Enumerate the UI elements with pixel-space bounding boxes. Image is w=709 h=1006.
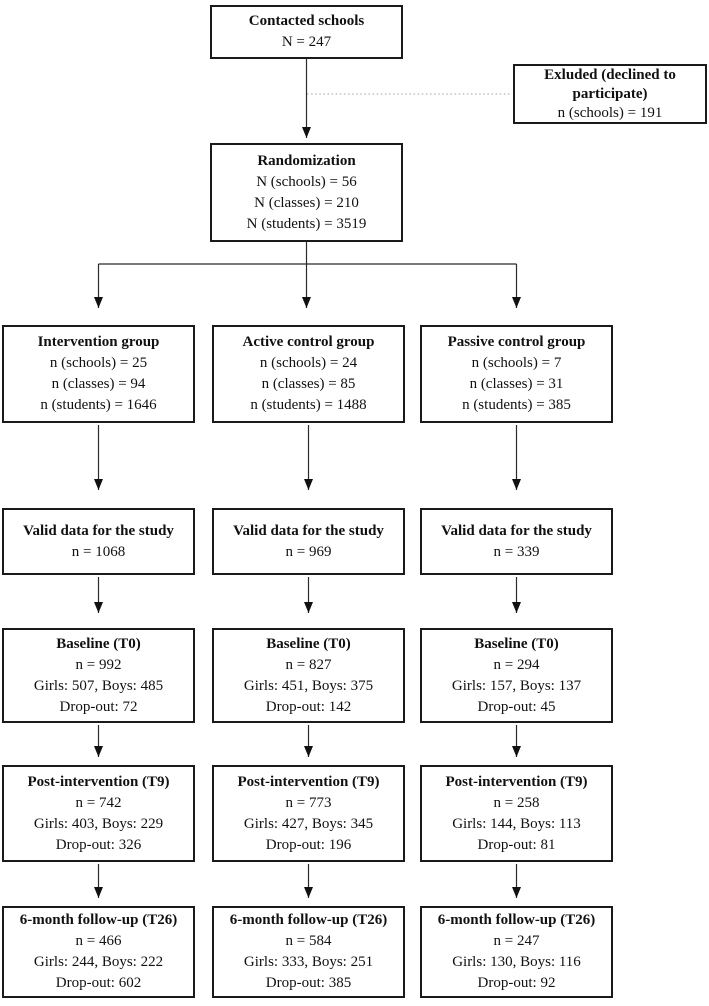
box-valid-active-control: Valid data for the study n = 969 <box>212 508 405 575</box>
box-line: Girls: 333, Boys: 251 <box>243 954 374 970</box>
box-line: n = 1068 <box>71 543 126 560</box>
box-line: Girls: 507, Boys: 485 <box>33 677 164 694</box>
box-line: n = 258 <box>493 794 540 811</box>
box-line: Girls: 144, Boys: 113 <box>452 815 581 832</box>
box-line: Girls: 130, Boys: 116 <box>452 954 581 970</box>
box-line: Drop-out: 385 <box>265 975 352 991</box>
box-line: Drop-out: 196 <box>265 836 352 853</box>
box-line: n = 339 <box>493 543 540 560</box>
box-line: n (schools) = 25 <box>49 355 148 371</box>
box-post-active-control: Post-intervention (T9) n = 773 Girls: 42… <box>212 765 405 862</box>
box-line: n = 294 <box>493 656 540 673</box>
box-title: Baseline (T0) <box>266 635 351 652</box>
box-line: Drop-out: 142 <box>265 698 352 715</box>
box-line: n = 827 <box>285 656 332 673</box>
box-title: Active control group <box>242 334 375 350</box>
box-line: n (schools) = 7 <box>471 355 562 371</box>
box-title: Baseline (T0) <box>474 635 559 652</box>
box-line: N = 247 <box>281 34 332 50</box>
box-baseline-active-control: Baseline (T0) n = 827 Girls: 451, Boys: … <box>212 628 405 723</box>
box-line: Drop-out: 45 <box>477 698 556 715</box>
box-valid-passive-control: Valid data for the study n = 339 <box>420 508 613 575</box>
box-line: n = 742 <box>75 794 122 811</box>
box-title: Valid data for the study <box>441 522 592 539</box>
box-line: n (schools) = 191 <box>557 104 663 121</box>
box-post-intervention: Post-intervention (T9) n = 742 Girls: 40… <box>2 765 195 862</box>
box-valid-intervention: Valid data for the study n = 1068 <box>2 508 195 575</box>
box-randomization: Randomization N (schools) = 56 N (classe… <box>210 143 403 242</box>
box-title: Baseline (T0) <box>56 635 141 652</box>
box-title: 6-month follow-up (T26) <box>229 912 388 928</box>
box-title: 6-month follow-up (T26) <box>437 912 596 928</box>
box-contacted-schools: Contacted schools N = 247 <box>210 5 403 59</box>
box-line: n = 466 <box>75 933 122 949</box>
box-title: Exluded (declined to participate) <box>544 66 676 102</box>
box-title: Post-intervention (T9) <box>27 773 170 790</box>
box-line: N (schools) = 56 <box>256 173 357 190</box>
box-line: Girls: 244, Boys: 222 <box>33 954 164 970</box>
box-line: n = 992 <box>75 656 122 673</box>
box-line: Drop-out: 92 <box>477 975 556 991</box>
box-title: Post-intervention (T9) <box>237 773 380 790</box>
box-line: n (students) = 1646 <box>40 397 157 413</box>
box-group-passive-control: Passive control group n (schools) = 7 n … <box>420 325 613 423</box>
box-line: n (classes) = 94 <box>51 376 146 392</box>
box-baseline-intervention: Baseline (T0) n = 992 Girls: 507, Boys: … <box>2 628 195 723</box>
box-title: Post-intervention (T9) <box>445 773 588 790</box>
box-line: Girls: 157, Boys: 137 <box>451 677 582 694</box>
box-line: N (classes) = 210 <box>254 194 359 211</box>
box-line: Girls: 427, Boys: 345 <box>243 815 374 832</box>
box-line: Girls: 451, Boys: 375 <box>243 677 374 694</box>
box-title: Valid data for the study <box>23 522 174 539</box>
box-title: Contacted schools <box>248 13 365 29</box>
box-line: Drop-out: 602 <box>55 975 142 991</box>
box-followup-active-control: 6-month follow-up (T26) n = 584 Girls: 3… <box>212 906 405 998</box>
box-line: n (students) = 1488 <box>250 397 367 413</box>
box-line: n (classes) = 85 <box>261 376 356 392</box>
box-group-active-control: Active control group n (schools) = 24 n … <box>212 325 405 423</box>
box-line: n (students) = 385 <box>462 397 571 413</box>
box-title: 6-month follow-up (T26) <box>19 912 178 928</box>
box-title: Valid data for the study <box>233 522 384 539</box>
box-group-intervention: Intervention group n (schools) = 25 n (c… <box>2 325 195 423</box>
box-post-passive-control: Post-intervention (T9) n = 258 Girls: 14… <box>420 765 613 862</box>
box-baseline-passive-control: Baseline (T0) n = 294 Girls: 157, Boys: … <box>420 628 613 723</box>
box-line: n = 247 <box>493 933 540 949</box>
box-line: Drop-out: 81 <box>477 836 556 853</box>
box-line: Girls: 403, Boys: 229 <box>33 815 164 832</box>
box-line: Drop-out: 72 <box>59 698 138 715</box>
box-line: n = 969 <box>285 543 332 560</box>
box-excluded: Exluded (declined to participate) n (sch… <box>513 64 707 124</box>
box-line: n (schools) = 24 <box>259 355 358 371</box>
box-line: N (students) = 3519 <box>246 215 367 232</box>
box-line: n = 773 <box>285 794 332 811</box>
box-line: n (classes) = 31 <box>469 376 564 392</box>
box-followup-passive-control: 6-month follow-up (T26) n = 247 Girls: 1… <box>420 906 613 998</box>
box-title: Passive control group <box>447 334 586 350</box>
box-title: Randomization <box>257 152 356 169</box>
box-line: Drop-out: 326 <box>55 836 142 853</box>
box-line: n = 584 <box>285 933 332 949</box>
box-followup-intervention: 6-month follow-up (T26) n = 466 Girls: 2… <box>2 906 195 998</box>
box-title: Intervention group <box>37 334 160 350</box>
